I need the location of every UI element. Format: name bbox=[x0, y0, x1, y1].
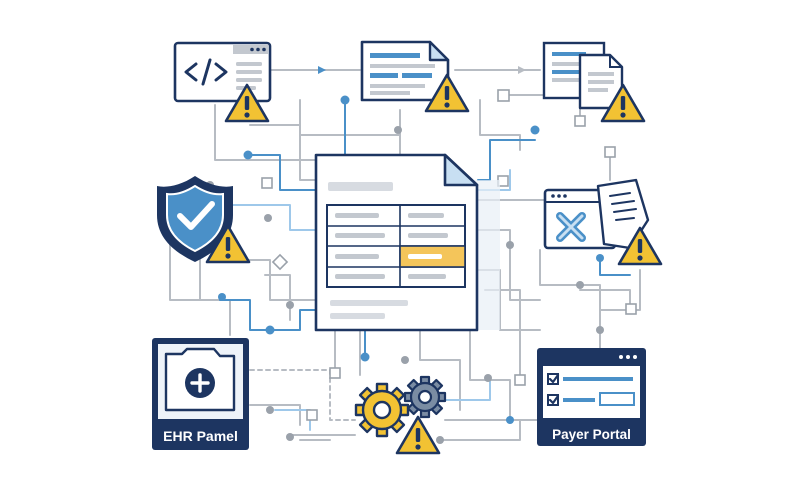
document-title-placeholder bbox=[328, 182, 393, 191]
ehr-panel-label: EHR Pamel bbox=[163, 428, 238, 444]
connector-arrows bbox=[318, 66, 526, 74]
shield-check-icon bbox=[157, 176, 233, 262]
payer-portal-node: Payer Portal bbox=[537, 348, 646, 446]
document-table bbox=[326, 204, 466, 288]
code-window bbox=[173, 41, 272, 103]
warning-icon bbox=[395, 415, 441, 455]
stacked-documents bbox=[542, 41, 624, 110]
gears-icon bbox=[354, 375, 447, 438]
ehr-panel-node: EHR Pamel bbox=[152, 338, 249, 450]
central-document bbox=[314, 153, 500, 332]
error-browser-window bbox=[543, 178, 650, 250]
payer-portal-label: Payer Portal bbox=[552, 427, 631, 442]
report-document bbox=[360, 40, 450, 102]
medical-folder-icon bbox=[164, 347, 236, 412]
error-x-icon bbox=[556, 212, 586, 242]
code-icon bbox=[184, 58, 228, 86]
checklist-icon bbox=[547, 373, 635, 406]
